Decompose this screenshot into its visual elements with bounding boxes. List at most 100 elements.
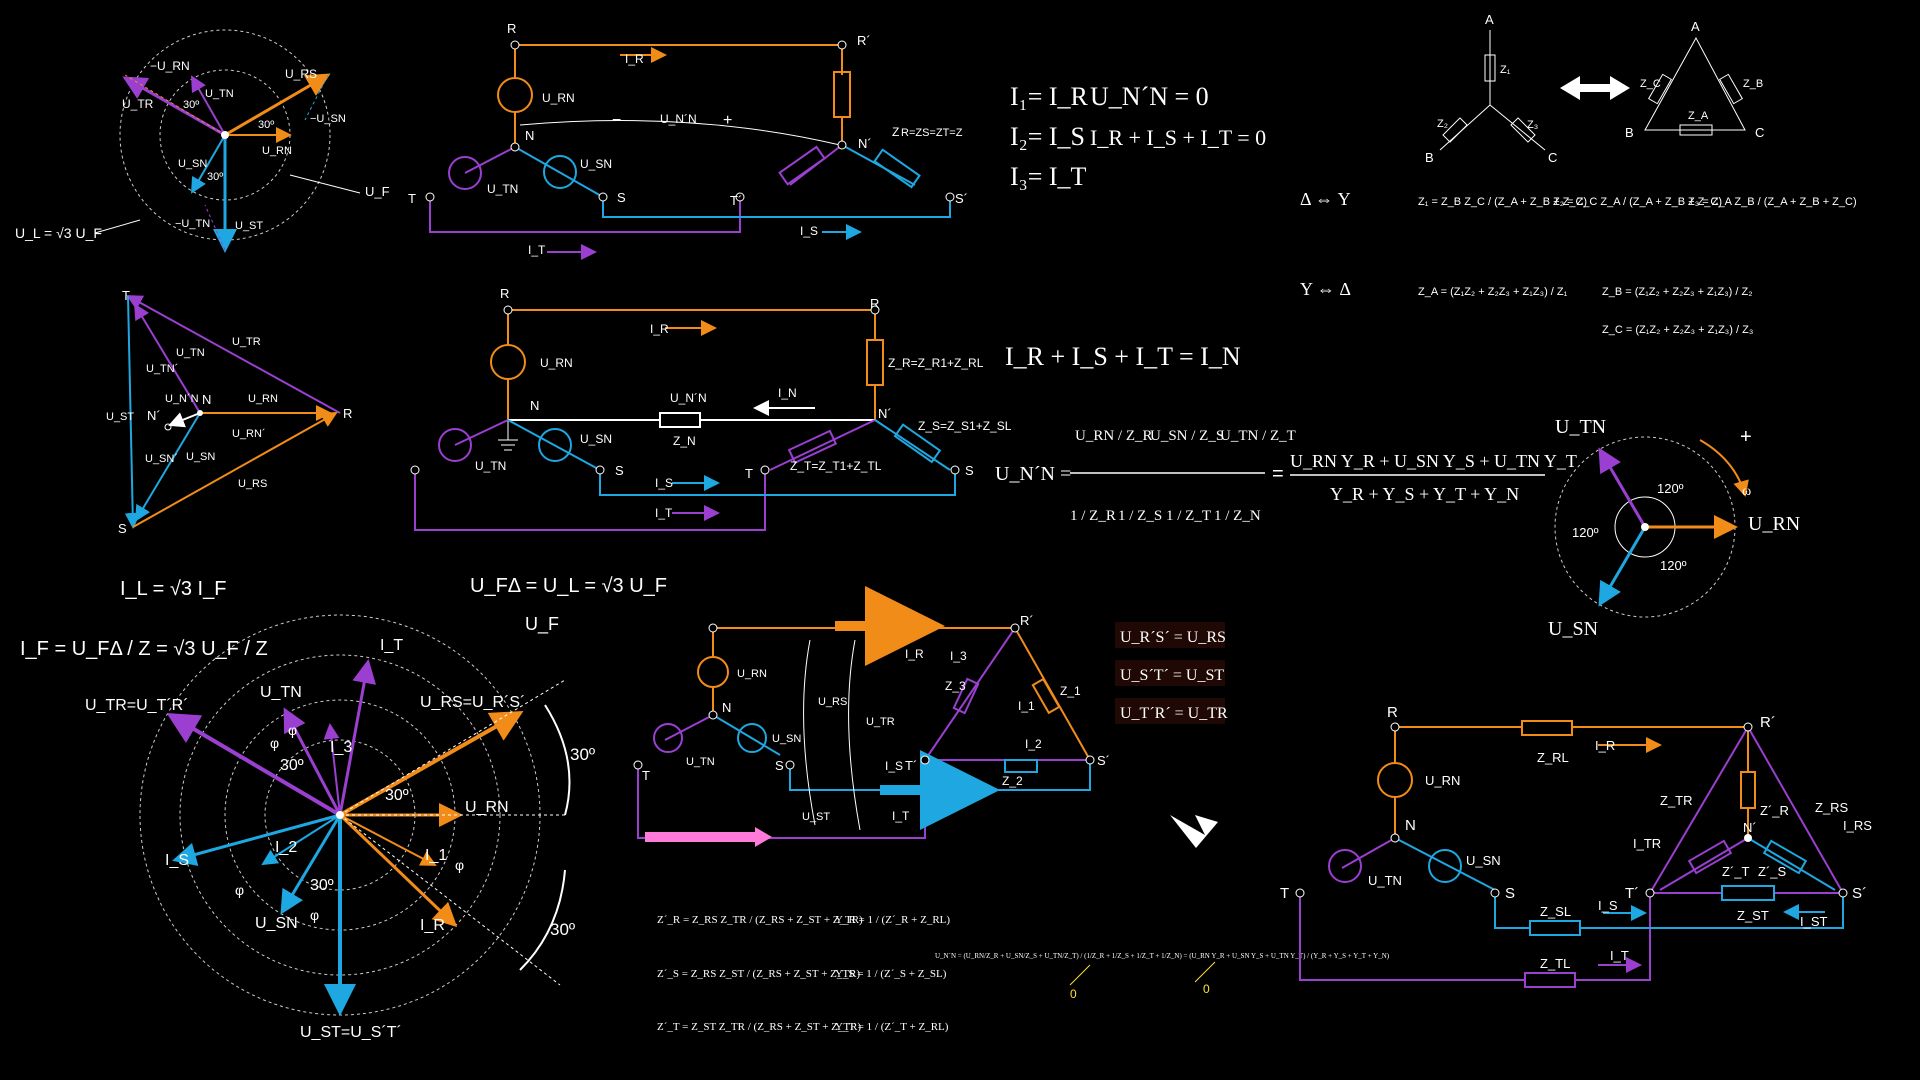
delta-star-conversion: A B C A B C Z₁ Z₂ Z₃ Z_C Z_B Z_A Δ ⇔ Y Z… <box>1300 12 1857 336</box>
pb-i2: I_2 <box>275 839 297 856</box>
c4-label-ist: I_ST <box>1800 914 1828 929</box>
node-np <box>164 423 172 431</box>
bf-ys: Y_S = 1 / (Z´_S + Z_SL) <box>835 968 947 980</box>
label-angle-30b: 30º <box>258 119 274 131</box>
c3-label-n: N <box>722 700 731 715</box>
bf-zero-1: 0 <box>1070 987 1077 1001</box>
c4-label-utn: U_TN <box>1368 873 1402 888</box>
pb-phi-3: φ <box>455 857 464 873</box>
c4-label-t: T <box>1280 885 1289 902</box>
pb-ust: U_ST=U_S´T´ <box>300 1024 402 1041</box>
c1-sign-minus: − <box>612 112 621 129</box>
c3-label-urn: U_RN <box>737 668 767 680</box>
tri-label-ust: U_ST <box>106 411 134 423</box>
pb-uf-eq: U_FΔ = U_L = √3 U_F <box>470 575 667 597</box>
c1-label-unpn: U_N´N <box>660 112 697 126</box>
c1-label-n: N <box>525 128 534 143</box>
c1-label-utn: U_TN <box>487 182 518 196</box>
c2-label-n: N <box>530 398 539 413</box>
c2-label-in: I_N <box>778 386 797 400</box>
ds-zb: Z_B = (Z₁Z₂ + Z₂Z₃ + Z₁Z₃) / Z₂ <box>1602 286 1753 298</box>
c4-label-zsl: Z_SL <box>1540 904 1571 919</box>
phasor-neg-utn <box>204 204 226 251</box>
ds-z3: Z₃ = Z_A Z_B / (Z_A + Z_B + Z_C) <box>1688 196 1857 208</box>
c3-label-urs: U_RS <box>818 696 847 708</box>
c1-sign-plus: + <box>723 112 732 129</box>
pb-it: I_T <box>380 637 403 654</box>
label-usn: U_SN <box>178 158 207 170</box>
label-urs: U_RS <box>285 67 317 81</box>
millman-num-2: U_TN / Z_T <box>1220 428 1296 444</box>
pb-a30-4: 30º <box>570 745 595 764</box>
phasor-balanced: U_TN U_RN U_SN 120º 120º 120º ω + <box>1548 416 1800 640</box>
equiv-3: U_T´R´ = U_TR <box>1120 705 1228 722</box>
bf-millman: U_N´N = (U_RN/Z_R + U_SN/Z_S + U_TN/Z_T)… <box>935 952 1390 960</box>
tri-label-r: R <box>343 406 352 421</box>
c4-label-r: R <box>1387 704 1398 721</box>
tri-urs <box>132 412 338 528</box>
c2-label-zn: Z_N <box>673 434 696 448</box>
tri-label-urs: U_RS <box>238 478 267 490</box>
tri-label-s: S <box>118 521 127 536</box>
pb-utr: U_TR=U_T´R´ <box>85 697 189 714</box>
c2-label-r2: R <box>870 296 879 311</box>
pb-urs: U_RS=U_R´S´ <box>420 694 525 711</box>
c2-label-zr: Z_R=Z_R1+Z_RL <box>888 356 984 370</box>
c3-label-z3: Z_3 <box>945 679 966 693</box>
tri-label-utnp: U_TN´ <box>146 363 178 375</box>
c1-label-rp: R´ <box>857 33 871 48</box>
label-utn: U_TN <box>205 88 234 100</box>
c3-label-ir: I_R <box>905 647 924 661</box>
pb-a30-3: 30º <box>310 877 334 894</box>
pb-usn: U_SN <box>255 915 298 932</box>
c2-label-zs: Z_S=Z_S1+Z_SL <box>918 419 1012 433</box>
c3-label-s: S <box>775 758 784 773</box>
tri-ust <box>124 295 141 529</box>
phasor-delta: I_L = √3 I_F U_FΔ = U_L = √3 U_F U_F I_F… <box>20 575 667 1041</box>
label-uf: U_F <box>365 184 390 199</box>
c4-label-zrl: Z_RL <box>1537 750 1569 765</box>
ds-label-c1: C <box>1548 150 1557 165</box>
tri-label-np: N´ <box>147 408 161 423</box>
millman-den-3: 1 / Z_N <box>1214 508 1261 524</box>
ds-y-to-delta: Y ⇔ Δ <box>1300 279 1351 299</box>
c4-label-zs: Z´_S <box>1758 864 1787 879</box>
c2-label-s: S <box>615 463 624 478</box>
c3-label-t: T <box>642 768 650 783</box>
tri-label-t: T <box>122 288 130 303</box>
c4-label-ztr: Z_TR <box>1660 793 1693 808</box>
c3-label-utr: U_TR <box>866 716 895 728</box>
c1-label-t: T <box>408 191 416 206</box>
pb-ir: I_R <box>420 917 445 934</box>
millman-den-2: 1 / Z_T <box>1166 508 1211 524</box>
tri-utn <box>133 303 201 414</box>
ds-zc: Z_C = (Z₁Z₂ + Z₂Z₃ + Z₁Z₃) / Z₃ <box>1602 324 1753 336</box>
circuit-delta-with-lines: R R´ N N´ T S T´ S´ Z_RL I_R U_RN Z_TR Z… <box>1280 704 1872 988</box>
c4-label-usn: U_SN <box>1466 853 1501 868</box>
circuit-star-balanced: R R´ N N´ T S T´ S´ I_R U_RN U_N´N U_TN … <box>408 21 968 260</box>
pb-phi-1: φ <box>288 722 297 738</box>
ps-angle-3: 120º <box>1660 558 1687 573</box>
c4-label-is: I_S <box>1598 898 1618 913</box>
origin-dot <box>221 131 229 139</box>
c1-label-zeq: Z <box>892 125 899 139</box>
c3-label-rp: R´ <box>1020 613 1034 628</box>
tri-label-utn: U_TN <box>176 347 205 359</box>
c3-label-tp: T´ <box>905 758 917 773</box>
ps-plus: + <box>1740 426 1752 448</box>
millman-rhs-num: U_RN Y_R + U_SN Y_S + U_TN Y_T <box>1290 451 1577 471</box>
c2-label-zt: Z_T=Z_T1+Z_TL <box>790 459 882 473</box>
c4-label-n: N <box>1405 817 1416 834</box>
c3-label-usn: U_SN <box>772 733 801 745</box>
tri-label-usn: U_SN <box>186 451 215 463</box>
c4-label-s: S <box>1505 885 1515 902</box>
pb-phi-5: φ <box>310 907 319 923</box>
ds-label-b1: B <box>1425 150 1434 165</box>
ps-label-urn: U_RN <box>1748 513 1800 535</box>
c4-label-urn: U_RN <box>1425 773 1460 788</box>
pb-is: I_S <box>165 852 189 869</box>
c4-label-sp: S´ <box>1852 885 1867 902</box>
pb-phi-2: φ <box>270 735 279 751</box>
ds-label-b2: B <box>1625 125 1634 140</box>
